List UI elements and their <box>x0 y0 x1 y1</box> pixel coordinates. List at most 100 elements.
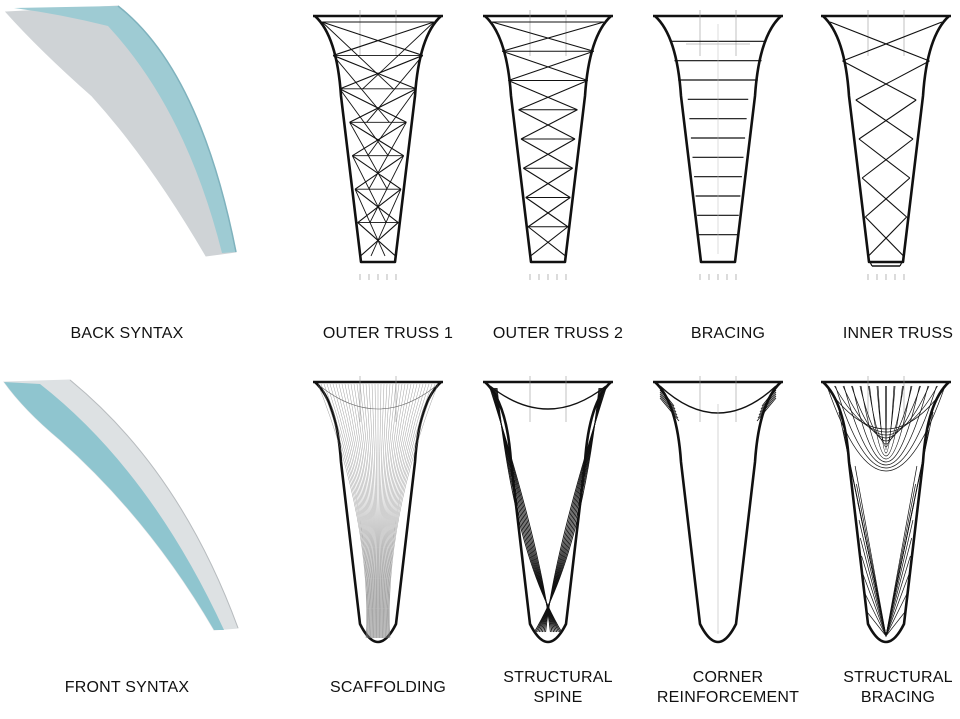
bracing-arc <box>835 385 937 469</box>
member-line <box>527 197 571 228</box>
member-line <box>508 50 594 82</box>
member-line <box>842 21 943 62</box>
member-line <box>369 155 405 223</box>
bracing-arc <box>860 385 912 460</box>
member-line <box>520 138 573 169</box>
funnel-outline <box>484 381 612 644</box>
member-line <box>525 167 573 198</box>
member-line <box>321 21 423 56</box>
scaffold-strand <box>371 383 378 639</box>
bracing-arc <box>885 385 887 451</box>
funnel-outline <box>822 381 950 644</box>
panel-inner-truss <box>821 10 951 280</box>
member-line <box>867 257 873 267</box>
member-line <box>842 60 917 101</box>
panel-scaffolding <box>313 376 443 644</box>
panel-structural-bracing <box>821 376 951 644</box>
funnel-outline <box>314 381 442 644</box>
scaffold-strand <box>326 383 369 639</box>
member-line <box>508 79 578 111</box>
scaffold-strand <box>385 383 418 639</box>
member-line <box>527 226 566 257</box>
funnel-outline <box>654 15 782 264</box>
member-line <box>829 21 930 62</box>
bracing-cross <box>856 483 916 637</box>
label-corner-reinforcement: CORNER REINFORCEMENT <box>656 669 800 706</box>
label-structural-bracing: STRUCTURAL BRACING <box>843 669 953 706</box>
member-line <box>349 122 388 190</box>
label-outer-truss-1: OUTER TRUSS 1 <box>322 325 454 342</box>
member-line <box>349 88 417 123</box>
scaffold-strand <box>320 383 368 639</box>
member-line <box>759 391 777 413</box>
panel-bracing <box>653 10 783 280</box>
scaffold-strand <box>317 383 367 639</box>
blade-face <box>4 382 224 630</box>
member-line <box>368 122 407 190</box>
row-front <box>3 376 951 644</box>
label-structural-spine: STRUCTURAL SPINE <box>503 669 613 706</box>
scaffold-strand <box>380 383 391 639</box>
spine-strand <box>534 387 600 633</box>
scaffold-strand <box>347 383 373 639</box>
back-syntax-render <box>4 5 237 257</box>
member-line <box>899 257 905 267</box>
scaffold-strand <box>362 383 376 639</box>
spine-arc <box>489 385 607 410</box>
bracing-arc <box>843 385 929 466</box>
scaffold-strand <box>382 383 403 639</box>
scaffold-strand <box>374 383 378 639</box>
bracing-cross <box>854 465 918 637</box>
funnel-outline <box>484 15 612 264</box>
member-line <box>502 21 605 52</box>
scaffold-arc <box>319 385 437 410</box>
scaffold-strand <box>378 383 385 639</box>
member-line <box>757 395 777 419</box>
member-line <box>858 99 917 140</box>
member-line <box>758 393 777 416</box>
member-line <box>370 188 402 257</box>
member-line <box>339 88 389 156</box>
panel-corner-reinforcement <box>653 376 783 644</box>
member-line <box>354 188 399 224</box>
scaffold-strand <box>383 383 409 639</box>
scaffold-strand <box>332 383 370 639</box>
member-line <box>861 177 908 218</box>
scaffold-strand <box>378 383 382 639</box>
bracing-cross <box>865 609 907 637</box>
bracing-cross <box>842 429 930 637</box>
blade-face <box>14 6 236 253</box>
scaffold-strand <box>386 383 424 639</box>
scaffold-strand <box>386 383 427 639</box>
panel-outer-truss-1 <box>313 10 443 280</box>
scaffold-strand <box>389 383 439 639</box>
scaffold-strand <box>350 383 374 639</box>
blade-edge <box>117 5 237 253</box>
member-line <box>366 55 424 123</box>
member-line <box>864 177 911 218</box>
member-line <box>858 138 911 179</box>
label-bracing: BRACING <box>690 325 766 342</box>
scaffold-strand <box>388 383 433 639</box>
spine-strand <box>496 387 562 633</box>
member-line <box>861 138 914 179</box>
member-line <box>352 155 402 190</box>
scaffold-strand <box>338 383 371 639</box>
scaffold-strand <box>381 383 397 639</box>
scaffold-strand <box>381 383 400 639</box>
scaffold-strand <box>344 383 372 639</box>
bracing-arc <box>869 385 903 457</box>
member-line <box>659 393 678 416</box>
member-line <box>530 226 569 257</box>
member-line <box>855 99 914 140</box>
scaffold-strand <box>387 383 430 639</box>
scaffold-strand <box>379 383 388 639</box>
member-line <box>761 387 777 407</box>
member-line <box>855 60 930 101</box>
scaffold-strand <box>368 383 377 639</box>
blade-edge <box>69 379 239 629</box>
panel-outer-truss-2 <box>483 10 613 280</box>
member-line <box>333 54 417 90</box>
scaffold-strand <box>356 383 375 639</box>
